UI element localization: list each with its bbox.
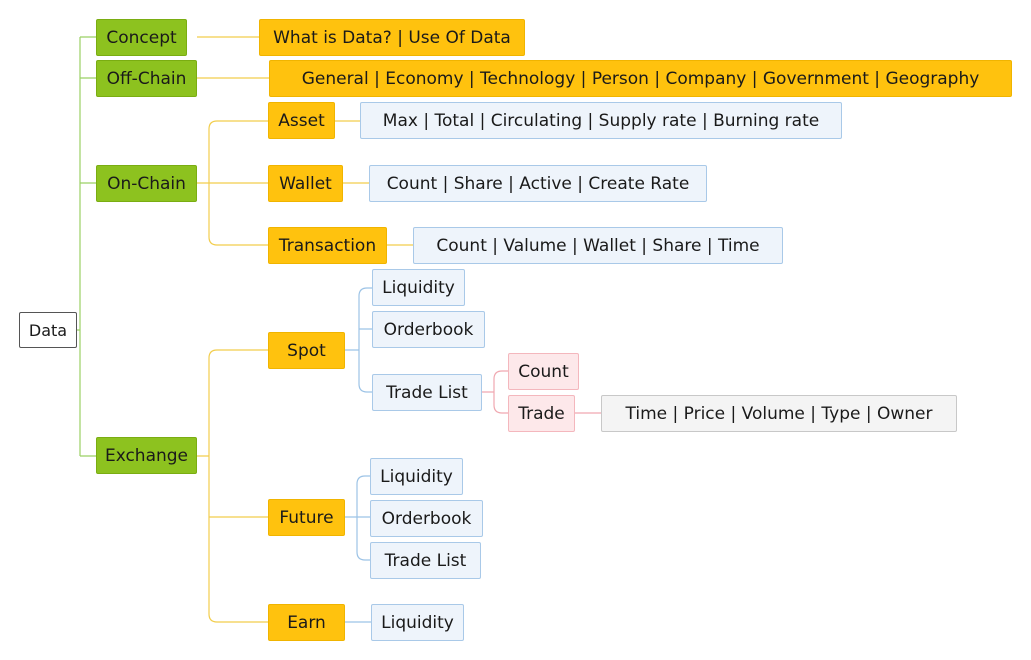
- exchange-spot[interactable]: Spot: [268, 332, 345, 369]
- future-orderbook[interactable]: Orderbook: [370, 500, 483, 537]
- future-tradelist[interactable]: Trade List: [370, 542, 481, 579]
- spot-orderbook[interactable]: Orderbook: [372, 311, 485, 348]
- branch-exchange[interactable]: Exchange: [96, 437, 197, 474]
- link-tradelist-children: [482, 370, 509, 414]
- spot-tradelist[interactable]: Trade List: [372, 374, 482, 411]
- future-liquidity[interactable]: Liquidity: [370, 458, 463, 495]
- link-exchange-children: [197, 349, 269, 623]
- branch-offchain[interactable]: Off-Chain: [96, 60, 197, 97]
- concept-detail[interactable]: What is Data? | Use Of Data: [259, 19, 525, 56]
- onchain-wallet[interactable]: Wallet: [268, 165, 343, 202]
- tradelist-trade[interactable]: Trade: [508, 395, 575, 432]
- earn-liquidity[interactable]: Liquidity: [371, 604, 464, 641]
- root-node[interactable]: Data: [19, 312, 77, 348]
- wallet-detail[interactable]: Count | Share | Active | Create Rate: [369, 165, 707, 202]
- onchain-asset[interactable]: Asset: [268, 102, 335, 139]
- link-spot-children: [345, 287, 373, 393]
- spot-liquidity[interactable]: Liquidity: [372, 269, 465, 306]
- link-onchain-children: [197, 120, 269, 246]
- transaction-detail[interactable]: Count | Valume | Wallet | Share | Time: [413, 227, 783, 264]
- exchange-future[interactable]: Future: [268, 499, 345, 536]
- tradelist-count[interactable]: Count: [508, 353, 579, 390]
- offchain-detail[interactable]: General | Economy | Technology | Person …: [269, 60, 1012, 97]
- trade-detail[interactable]: Time | Price | Volume | Type | Owner: [601, 395, 957, 432]
- link-future-children: [345, 475, 371, 561]
- asset-detail[interactable]: Max | Total | Circulating | Supply rate …: [360, 102, 842, 139]
- exchange-earn[interactable]: Earn: [268, 604, 345, 641]
- branch-concept[interactable]: Concept: [96, 19, 187, 56]
- link-root-branches: [77, 36, 97, 457]
- onchain-transaction[interactable]: Transaction: [268, 227, 387, 264]
- branch-onchain[interactable]: On-Chain: [96, 165, 197, 202]
